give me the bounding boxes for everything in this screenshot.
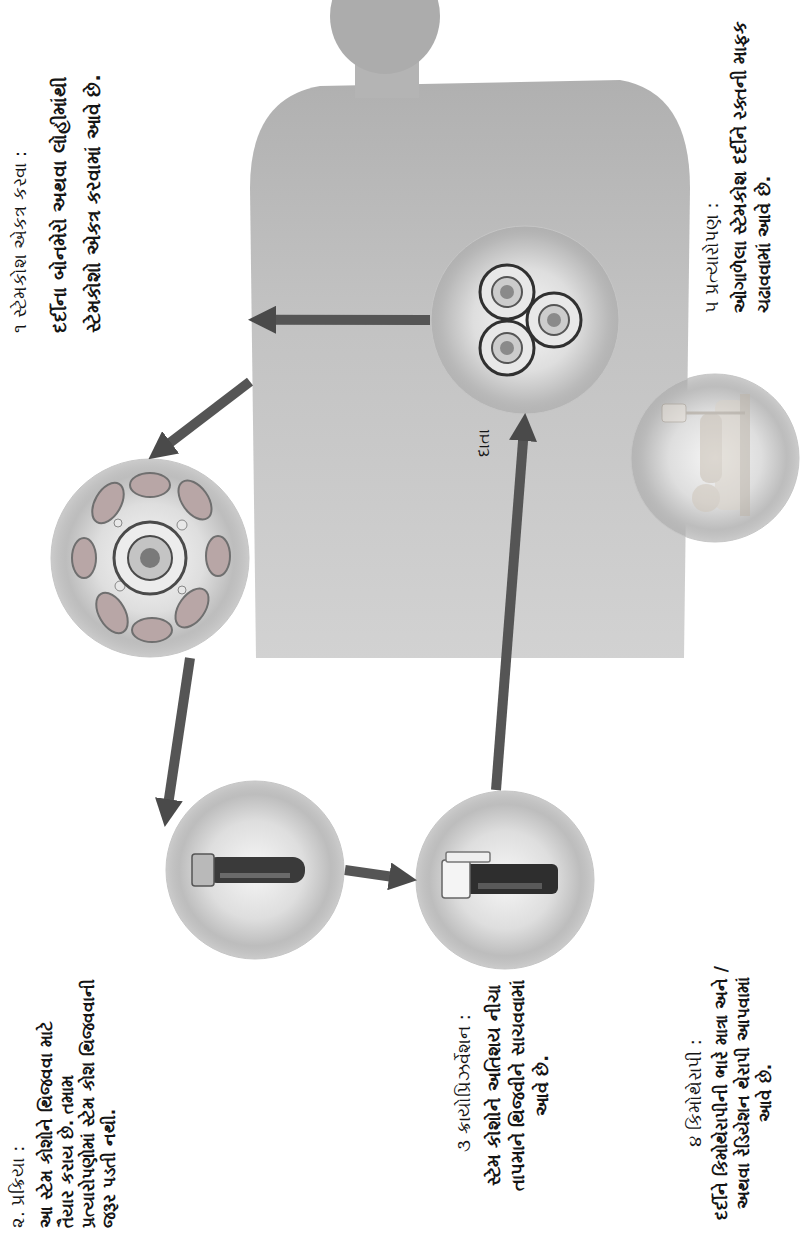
circle-outline <box>630 373 800 543</box>
step-heading: ૪ કિમોથેરાપી : <box>684 953 706 1233</box>
step-circle: ૫ પ્રત્યારોપણ :ઓગાળેલા સ્ટેમકોશ દર્દીને … <box>430 225 620 415</box>
step-heading: ૩ ક્રાયોપ્રિઝર્વેશન : <box>452 963 476 1203</box>
circle-shape <box>166 781 344 959</box>
circle-outline <box>415 790 595 970</box>
torso-shape <box>250 80 690 658</box>
head-shape <box>330 0 440 74</box>
step-heading: ૨. પ્રક્રિયા : <box>6 968 30 1228</box>
flow-arrow <box>345 870 395 877</box>
person-shape <box>250 0 690 658</box>
step-heading: ૧ સ્ટેમકોશ એકત્ર કરવા : <box>8 13 32 333</box>
circle-outline <box>430 225 620 415</box>
donor-label: દાતા <box>474 396 494 490</box>
flow-arrow <box>168 658 190 805</box>
flow-arrow <box>166 382 250 446</box>
step-description: દર્દીને કિમોથેરાપીની ભારે માત્રા અને /અથ… <box>710 963 776 1223</box>
circle-shape <box>416 791 594 969</box>
step-description: સ્ટેમ કોશોને અતિશય નીચા તાપમાને થિજવીને … <box>482 968 554 1203</box>
step-circle: ૧ સ્ટેમકોશ એકત્ર કરવા :દર્દીના બોનમેરો અ… <box>50 458 250 658</box>
circle-shape <box>51 459 249 657</box>
step-circle: ૩ ક્રાયોપ્રિઝર્વેશન :સ્ટેમ કોશોને અતિશય … <box>415 790 595 970</box>
step-circle: ૨. પ્રક્રિયા :આ સ્ટેમ કોશોને થિજવવા માટે… <box>165 780 345 960</box>
circle-outline <box>50 458 250 658</box>
circle-shape <box>431 226 619 414</box>
circle-outline <box>165 780 345 960</box>
step-heading: ૫ પ્રત્યારોપણ : <box>700 8 724 313</box>
step-description: ઓગાળેલા સ્ટેમકોશ દર્દીને રક્તની માફક ચઢા… <box>728 13 776 313</box>
step-description: દર્દીના બોનમેરો અથવા લોહીમાંથી સ્ટેમકોશો… <box>42 33 110 333</box>
step-circle: ૪ કિમોથેરાપી :દર્દીને કિમોથેરાપીની ભારે … <box>630 373 800 543</box>
circle-shape <box>631 374 799 542</box>
step-description: આ સ્ટેમ કોશોને થિજવવા માટે તૈયાર કરાય છે… <box>36 978 120 1228</box>
